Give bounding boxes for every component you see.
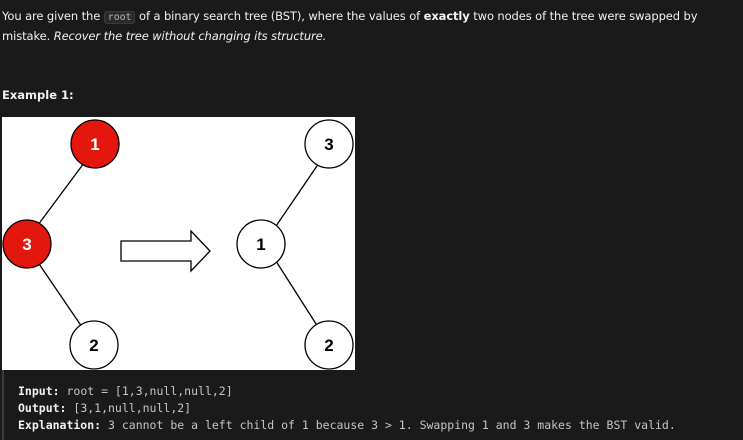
output-label: Output:: [18, 401, 67, 415]
after-root-node: 3: [304, 119, 354, 169]
description-italic: Recover the tree without changing its st…: [53, 29, 327, 43]
after-left-node: 1: [236, 219, 286, 269]
before-left-node: 3: [2, 219, 52, 269]
tree-diagram: 1 3 2 3 1 2: [2, 119, 354, 370]
description-text-3: two nodes of the tree were swapped by mi…: [2, 9, 698, 43]
edge-before-root-left: [34, 162, 85, 230]
after-root-label: 3: [324, 135, 333, 154]
after-left-right-node: 2: [304, 320, 354, 370]
description-text-1: You are given the: [2, 9, 104, 23]
inline-code-root: root: [103, 11, 136, 24]
after-left-right-label: 2: [324, 336, 333, 355]
explanation-value: 3 cannot be a left child of 1 because 3 …: [101, 418, 676, 432]
edge-after-left-right: [273, 257, 319, 328]
input-value: root = [1,3,null,null,2]: [59, 384, 233, 398]
edge-after-root-left: [273, 162, 320, 230]
input-label: Input:: [18, 384, 60, 398]
right-arrow-icon: [120, 229, 211, 273]
problem-description: You are given the root of a binary searc…: [2, 7, 740, 45]
before-left-right-node: 2: [69, 320, 119, 370]
description-bold-exactly: exactly: [423, 9, 470, 23]
edge-before-left-right: [34, 257, 83, 328]
before-left-right-label: 2: [89, 336, 98, 355]
example-io-block: Input: root = [1,3,null,null,2] Output: …: [2, 370, 740, 440]
output-line: Output: [3,1,null,null,2]: [18, 400, 740, 417]
example-title: Example 1:: [2, 88, 74, 102]
before-left-label: 3: [22, 235, 31, 254]
explanation-label: Explanation:: [18, 418, 102, 432]
before-root-node: 1: [70, 119, 120, 169]
after-left-label: 1: [256, 235, 265, 254]
description-text-2: of a binary search tree (BST), where the…: [135, 9, 424, 23]
output-value: [3,1,null,null,2]: [66, 401, 192, 415]
before-root-label: 1: [90, 135, 99, 154]
input-line: Input: root = [1,3,null,null,2]: [18, 383, 740, 400]
explanation-line: Explanation: 3 cannot be a left child of…: [18, 417, 740, 434]
example-figure: 1 3 2 3 1 2: [2, 117, 355, 370]
